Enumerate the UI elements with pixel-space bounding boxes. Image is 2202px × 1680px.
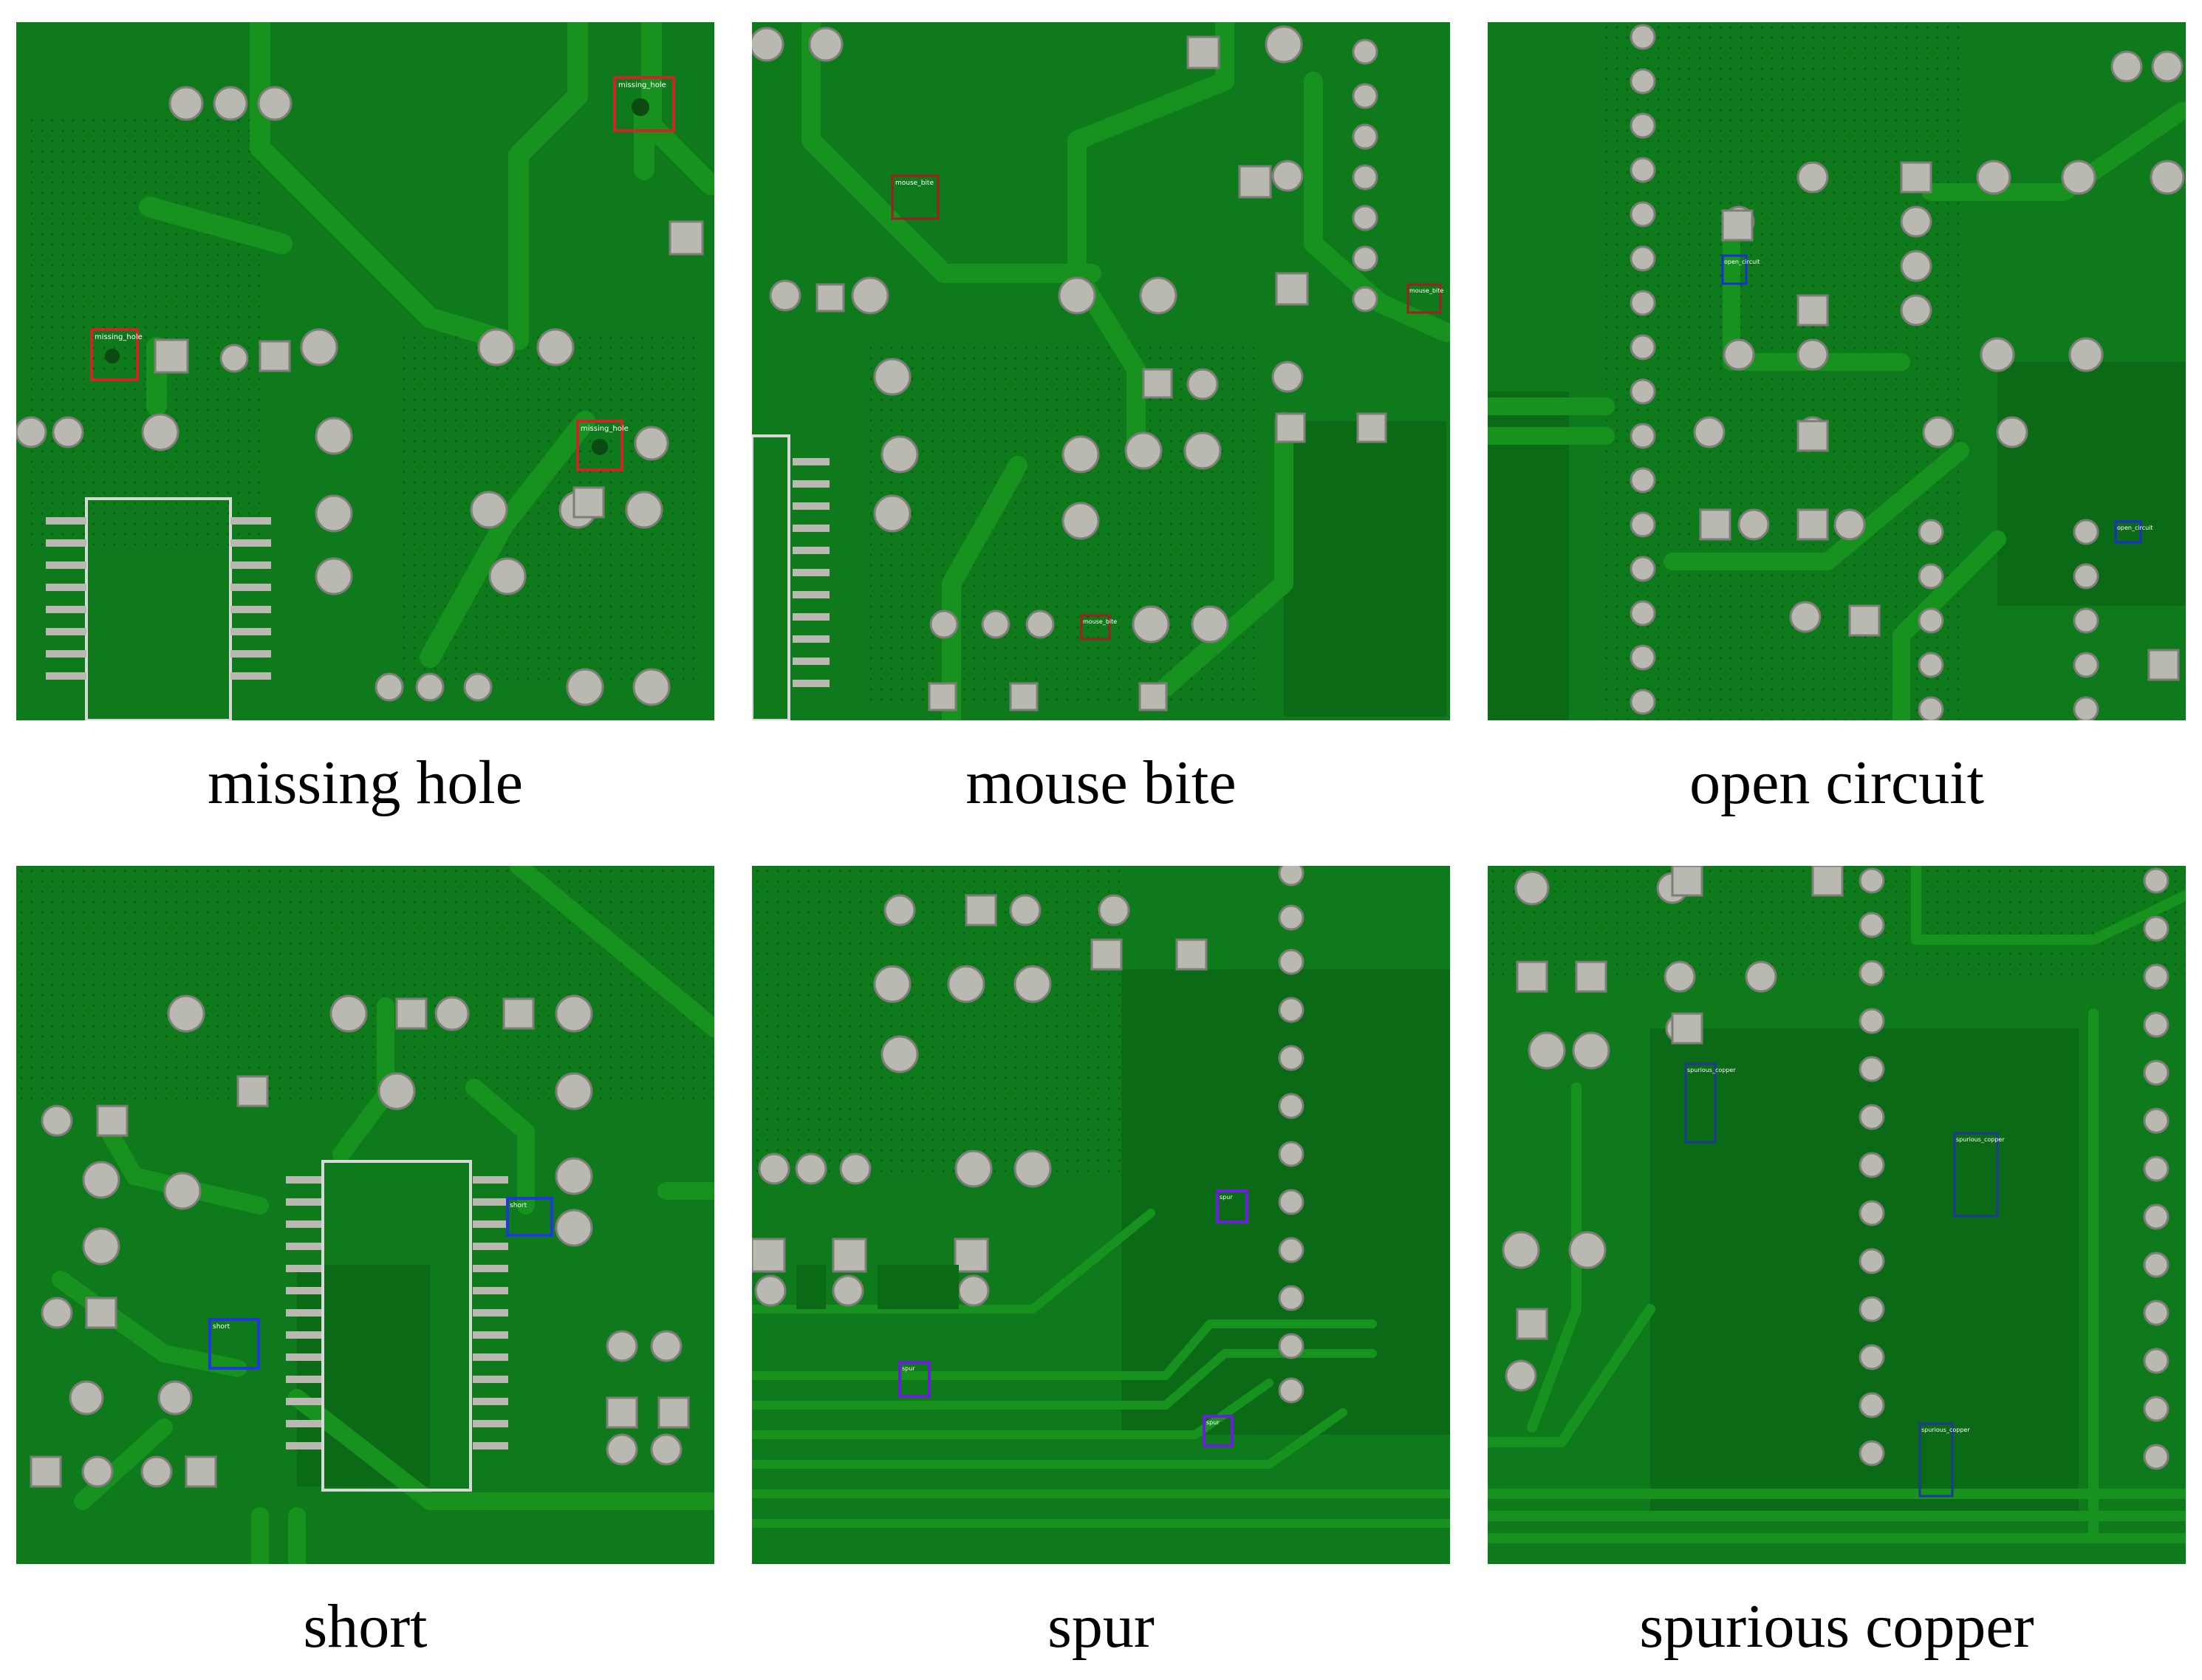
pcb-image-spurious-copper: spurious_copper spurious_copper spurious… [1488, 866, 2186, 1564]
defect-box: spurious_copper [1684, 1062, 1736, 1144]
defect-box: spur [898, 1361, 931, 1398]
defect-box: short [506, 1197, 553, 1237]
pcb-drawing: spurious_copper spurious_copper spurious… [1488, 866, 2186, 1564]
defect-box: spur [1216, 1189, 1248, 1223]
pcb-drawing: short short [16, 866, 714, 1564]
defect-box: missing_hole [576, 420, 629, 471]
pcb-drawing: mouse_bite mouse_bite mouse_bite [752, 22, 1450, 720]
defect-label: open_circuit [2117, 525, 2153, 531]
caption-short: short [303, 1592, 428, 1661]
pcb-image-short: short short [16, 866, 714, 1564]
defect-label: short [510, 1202, 527, 1209]
defect-box: spur [1203, 1415, 1234, 1447]
defect-label: mouse_bite [1409, 287, 1443, 294]
caption-missing-hole: missing hole [207, 748, 523, 817]
pcb-drawing: open_circuit open_circuit [1488, 22, 2186, 720]
defect-label: spur [1220, 1194, 1233, 1201]
defect-label: mouse_bite [895, 180, 934, 187]
defect-box: spurious_copper [1953, 1132, 2005, 1218]
defect-label: spurious_copper [1921, 1427, 1970, 1433]
defect-box: spurious_copper [1918, 1422, 1970, 1498]
caption-spur: spur [1047, 1592, 1155, 1661]
defect-box: missing_hole [90, 328, 143, 381]
defect-label: mouse_bite [1083, 618, 1117, 625]
pcb-drawing: spur spur spur [752, 866, 1450, 1564]
defect-label: spurious_copper [1956, 1136, 2005, 1143]
defect-label: spur [1206, 1419, 1220, 1426]
pcb-image-missing-hole: missing_hole missing_hole missing_hole [16, 22, 714, 720]
defect-box: mouse_bite [891, 174, 940, 220]
defect-label: short [213, 1323, 230, 1331]
defect-box: open_circuit [2114, 520, 2153, 544]
defect-label: missing_hole [95, 333, 143, 341]
defect-box: mouse_bite [1080, 614, 1117, 641]
pcb-image-open-circuit: open_circuit open_circuit [1488, 22, 2186, 720]
defect-box: open_circuit [1721, 254, 1760, 285]
defect-label: missing_hole [618, 81, 666, 89]
defect-box: missing_hole [613, 76, 675, 132]
pcb-image-mouse-bite: mouse_bite mouse_bite mouse_bite [752, 22, 1450, 720]
defect-box: mouse_bite [1406, 283, 1443, 314]
defect-label: open_circuit [1724, 259, 1760, 265]
caption-open-circuit: open circuit [1689, 748, 1984, 817]
defect-label: spurious_copper [1687, 1067, 1736, 1073]
defect-box: short [208, 1318, 260, 1370]
pcb-image-spur: spur spur spur [752, 866, 1450, 1564]
defect-label: missing_hole [581, 425, 629, 433]
pcb-drawing: missing_hole missing_hole missing_hole [16, 22, 714, 720]
caption-spurious-copper: spurious copper [1639, 1592, 2034, 1661]
defect-label: spur [902, 1365, 915, 1372]
caption-mouse-bite: mouse bite [965, 748, 1237, 817]
